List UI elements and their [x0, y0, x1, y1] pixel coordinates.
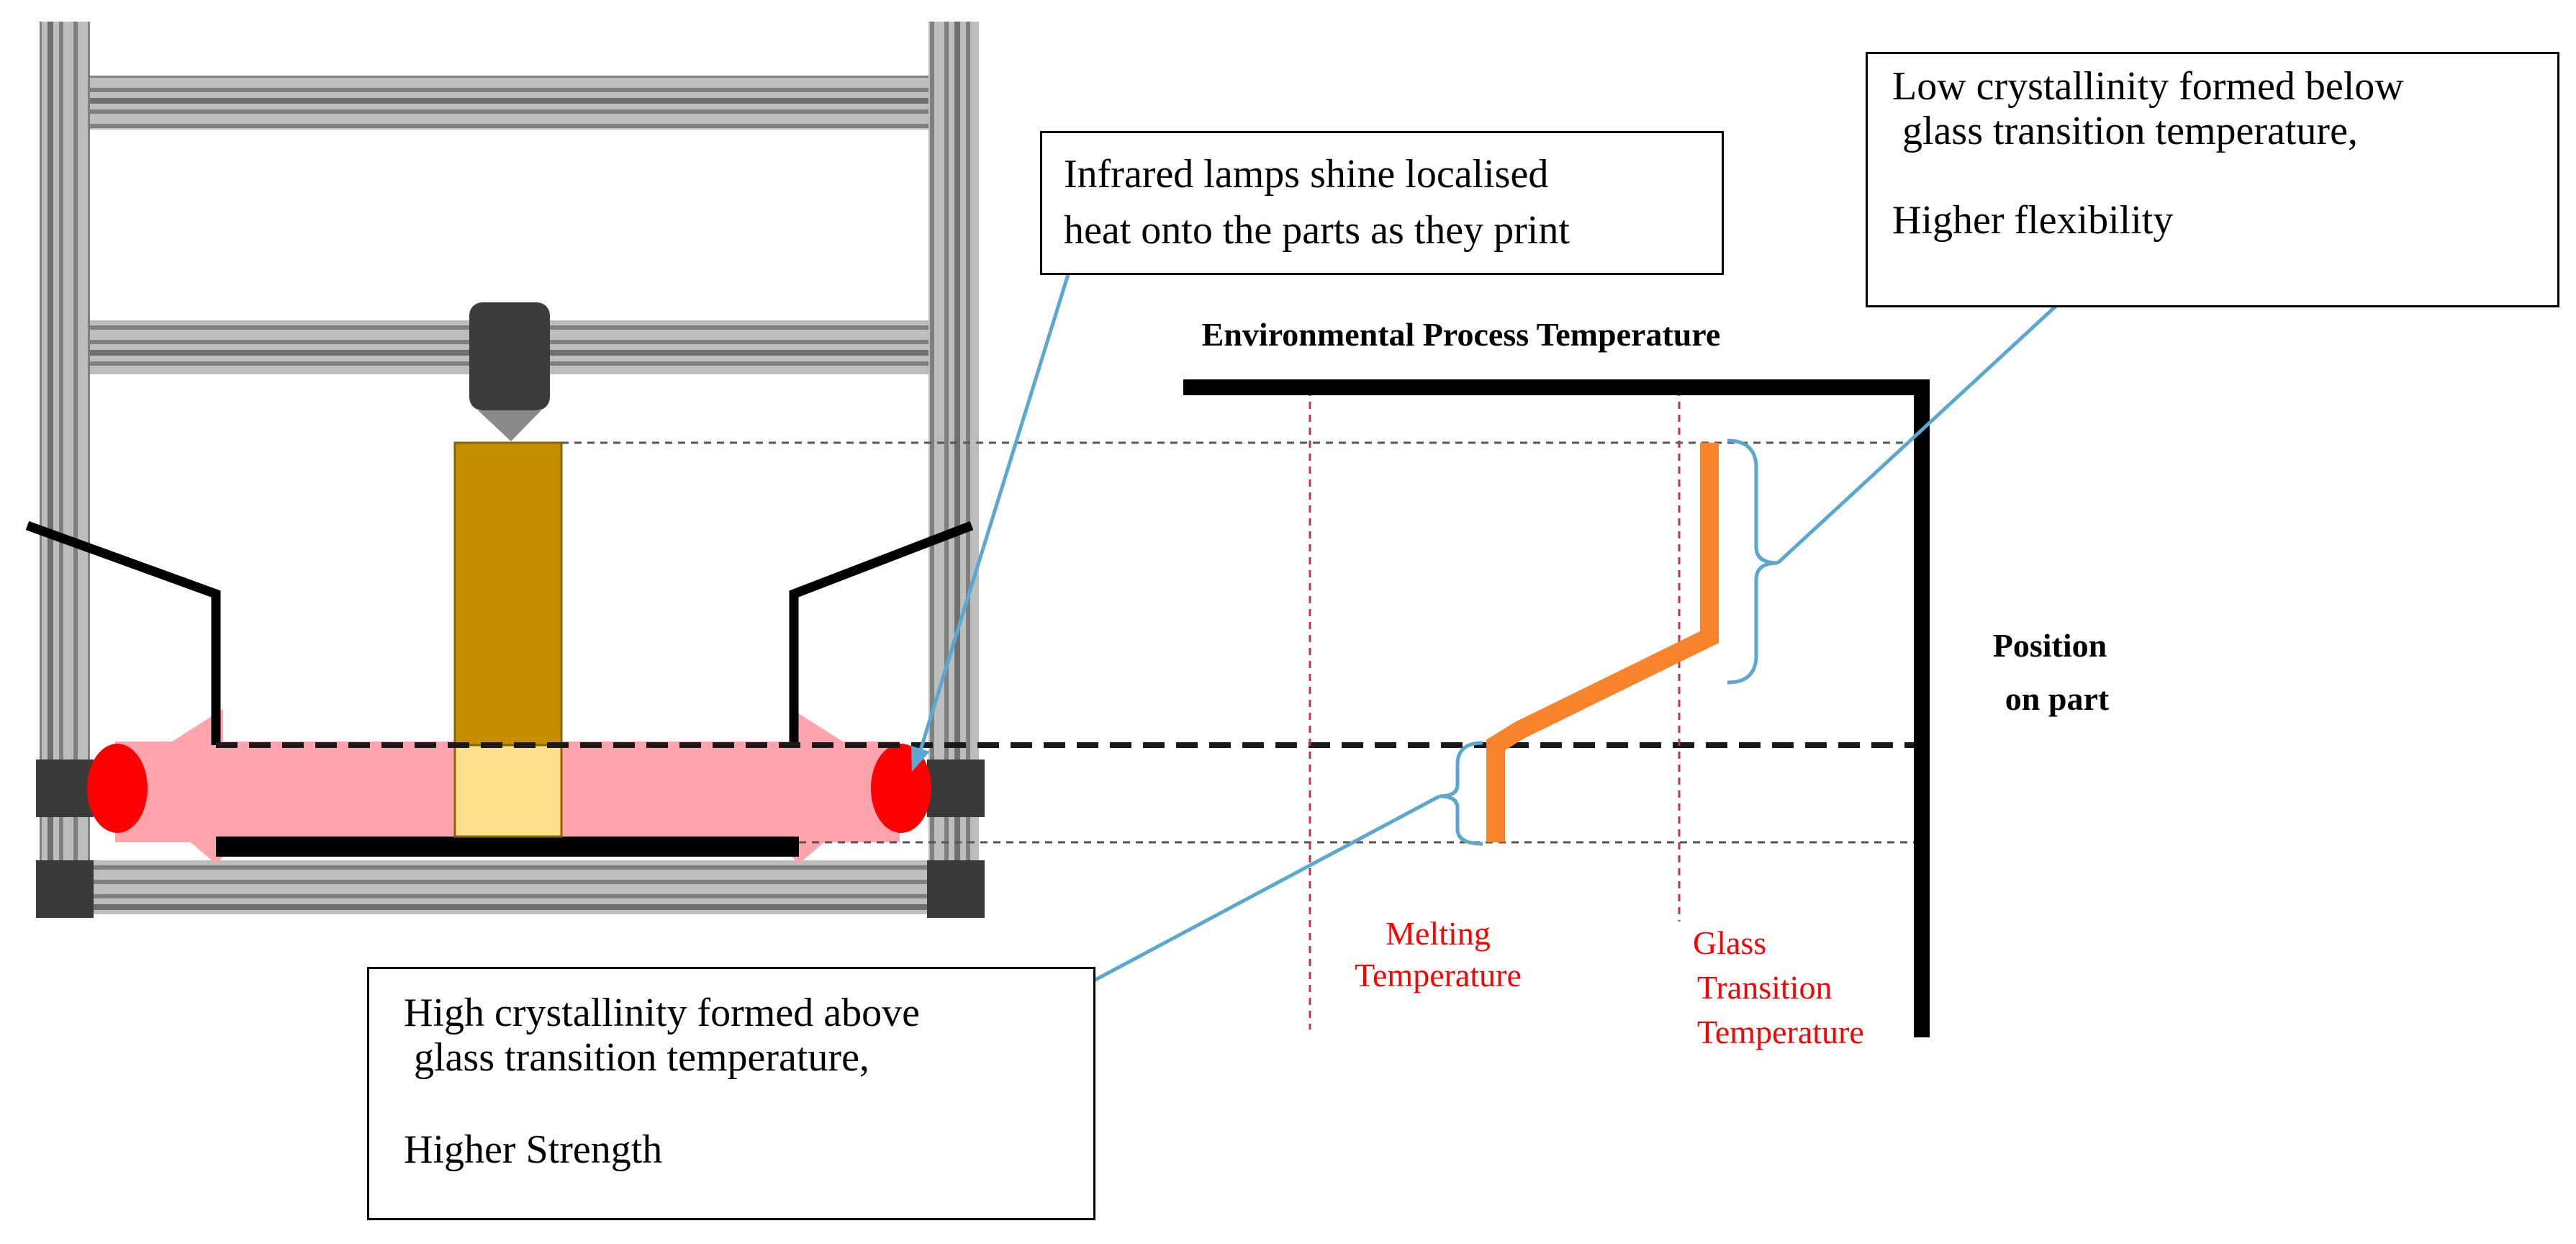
part-printed-layers [453, 441, 563, 747]
callout-high-crystallinity: High crystallinity formed above glass tr… [367, 967, 1095, 1220]
print-bed [216, 837, 799, 857]
leader-low-crystallinity [1776, 301, 2061, 564]
callout-low-crystallinity: Low crystallinity formed below glass tra… [1866, 52, 2559, 307]
nozzle-tip [478, 410, 541, 441]
callout-low-line1: Low crystallinity formed below [1892, 64, 2404, 109]
leader-high-crystallinity [1093, 794, 1441, 983]
callout-high-line1: High crystallinity formed above [404, 991, 920, 1035]
frame-corner-block-bottom-right [927, 860, 985, 918]
shield-left [25, 520, 221, 745]
nozzle [469, 302, 550, 441]
callout-low-line2-wrap: glass transition temperature, [1892, 109, 2557, 153]
callout-low-line3: Higher flexibility [1892, 198, 2174, 243]
melting-label-line2: Temperature [1355, 957, 1522, 993]
callout-high-line2-wrap: glass transition temperature, [404, 1035, 1093, 1080]
callout-high-line2: glass transition temperature, [414, 1035, 869, 1080]
callout-infrared-lamps: Infrared lamps shine localised heat onto… [1040, 131, 1724, 275]
enclosure-shields [25, 520, 974, 745]
lamp-left [87, 744, 148, 833]
callout-low-line2: glass transition temperature, [1902, 109, 2358, 153]
leader-lamps-arrowhead [911, 746, 930, 772]
glass-label-line3: Temperature [1697, 1014, 1864, 1050]
graph-text: Environmental Process Temperature Positi… [1202, 316, 2110, 1050]
infrared-lamps [36, 744, 985, 833]
x-axis-title: Environmental Process Temperature [1202, 316, 1721, 353]
callout-lamps-line2: heat onto the parts as they print [1064, 208, 1570, 253]
lamp-mount-left [36, 760, 94, 817]
glass-label-line2: Transition [1697, 969, 1832, 1006]
shield-right [789, 520, 974, 745]
bracket-lower [1439, 741, 1483, 846]
y-axis-title-line2: on part [2005, 680, 2110, 717]
part-fresh-layer [453, 744, 563, 838]
callout-lamps-line1: Infrared lamps shine localised [1064, 152, 1549, 197]
lamp-mount-right [927, 760, 985, 817]
leader-lines [911, 271, 2061, 983]
nozzle-body [469, 302, 550, 410]
glass-label-line1: Glass [1693, 924, 1766, 961]
frame-corner-block-bottom-left [36, 860, 94, 918]
frame-rail-bottom [90, 860, 928, 914]
frame-rail-top [90, 76, 928, 130]
callout-high-line3: Higher Strength [404, 1127, 663, 1172]
melting-label-line1: Melting [1386, 915, 1491, 952]
y-axis-title-line1: Position [1993, 627, 2107, 664]
temperature-profile [1486, 443, 1719, 842]
bracket-upper [1727, 438, 1779, 685]
graph-axes [1183, 379, 1930, 1037]
printed-part [453, 441, 563, 838]
leader-lamps [918, 271, 1071, 753]
